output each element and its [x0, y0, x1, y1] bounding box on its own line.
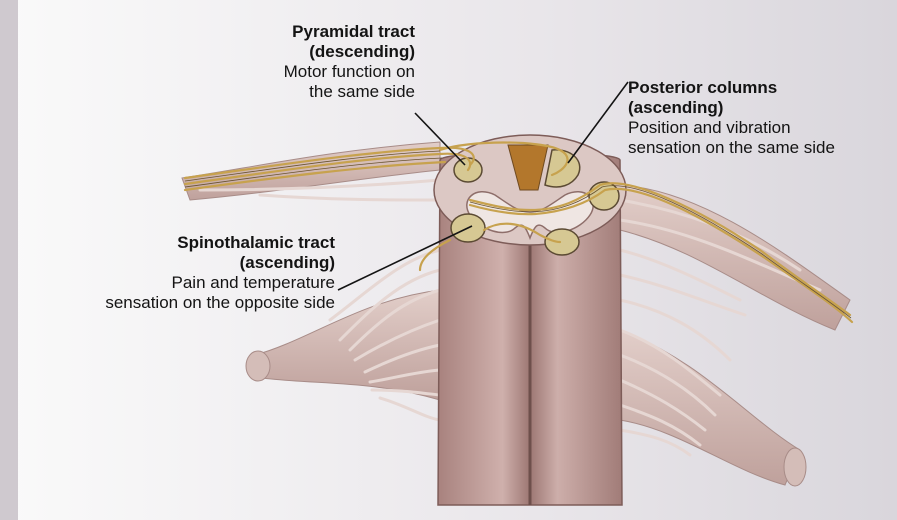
pyramidal-tract-desc-1: Motor function on: [225, 62, 415, 82]
posterior-columns-title: Posterior columns: [628, 78, 896, 98]
pyramidal-tract-direction: (descending): [225, 42, 415, 62]
spinothalamic-tract-title: Spinothalamic tract: [5, 233, 335, 253]
posterior-columns-desc-1: Position and vibration: [628, 118, 896, 138]
spinothalamic-tract-label: Spinothalamic tract (ascending) Pain and…: [5, 233, 335, 313]
posterior-columns-direction: (ascending): [628, 98, 896, 118]
posterior-columns-label: Posterior columns (ascending) Position a…: [628, 78, 896, 158]
pyramidal-tract-desc-2: the same side: [225, 82, 415, 102]
spinothalamic-tract-desc-2: sensation on the opposite side: [5, 293, 335, 313]
lower-left-nerve-end: [246, 351, 270, 381]
spinothalamic-tract-direction: (ascending): [5, 253, 335, 273]
lower-right-nerve-end: [784, 448, 806, 486]
pyramidal-tract-label: Pyramidal tract (descending) Motor funct…: [225, 22, 415, 102]
pyramidal-tract-title: Pyramidal tract: [225, 22, 415, 42]
spinothalamic-tract-right: [545, 229, 579, 255]
posterior-columns-desc-2: sensation on the same side: [628, 138, 896, 158]
spinothalamic-tract-desc-1: Pain and temperature: [5, 273, 335, 293]
